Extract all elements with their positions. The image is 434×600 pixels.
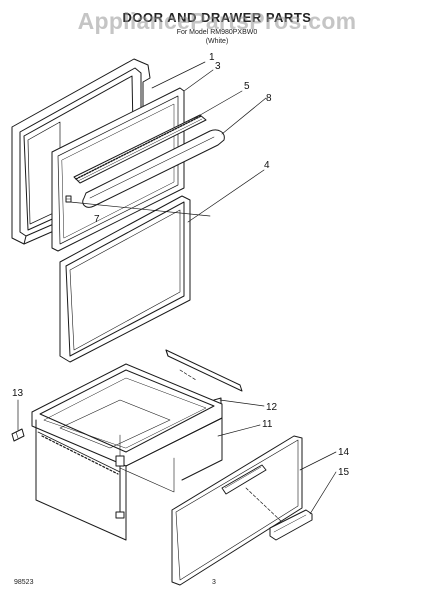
door-gasket-frame (59, 195, 191, 363)
drawer-clip (11, 428, 25, 442)
callout-13: 13 (12, 388, 24, 399)
callout-1: 1 (209, 52, 215, 63)
callout-12: 12 (266, 402, 278, 413)
footer-part-code: 98523 (14, 579, 34, 586)
callout-8: 8 (266, 93, 272, 104)
callout-4: 4 (264, 160, 270, 171)
drawer-pan (31, 363, 223, 541)
diagram-color-subtitle: (White) (205, 38, 229, 45)
handle-screw (65, 195, 72, 203)
door-handle (82, 129, 225, 208)
watermark-text: AppliancePartsPros.com (77, 8, 357, 34)
door-trim-strip (73, 114, 207, 184)
diagram-title: DOOR AND DRAWER PARTS (122, 10, 312, 25)
drawer-handle (269, 509, 313, 541)
callout-labels: 1 3 5 8 4 7 13 12 11 14 15 (12, 52, 350, 478)
callout-3: 3 (215, 61, 221, 72)
footer-page-number: 3 (212, 579, 216, 586)
door-inner-panel (51, 87, 185, 252)
drawer-front-panel (171, 435, 303, 586)
callout-5: 5 (244, 81, 250, 92)
diagram-model-subtitle: For Model RM980PXBW0 (176, 29, 258, 36)
callout-14: 14 (338, 447, 350, 458)
callout-15: 15 (338, 467, 350, 478)
leader-lines (17, 61, 337, 523)
callout-11: 11 (262, 419, 273, 430)
callout-7: 7 (94, 214, 100, 225)
